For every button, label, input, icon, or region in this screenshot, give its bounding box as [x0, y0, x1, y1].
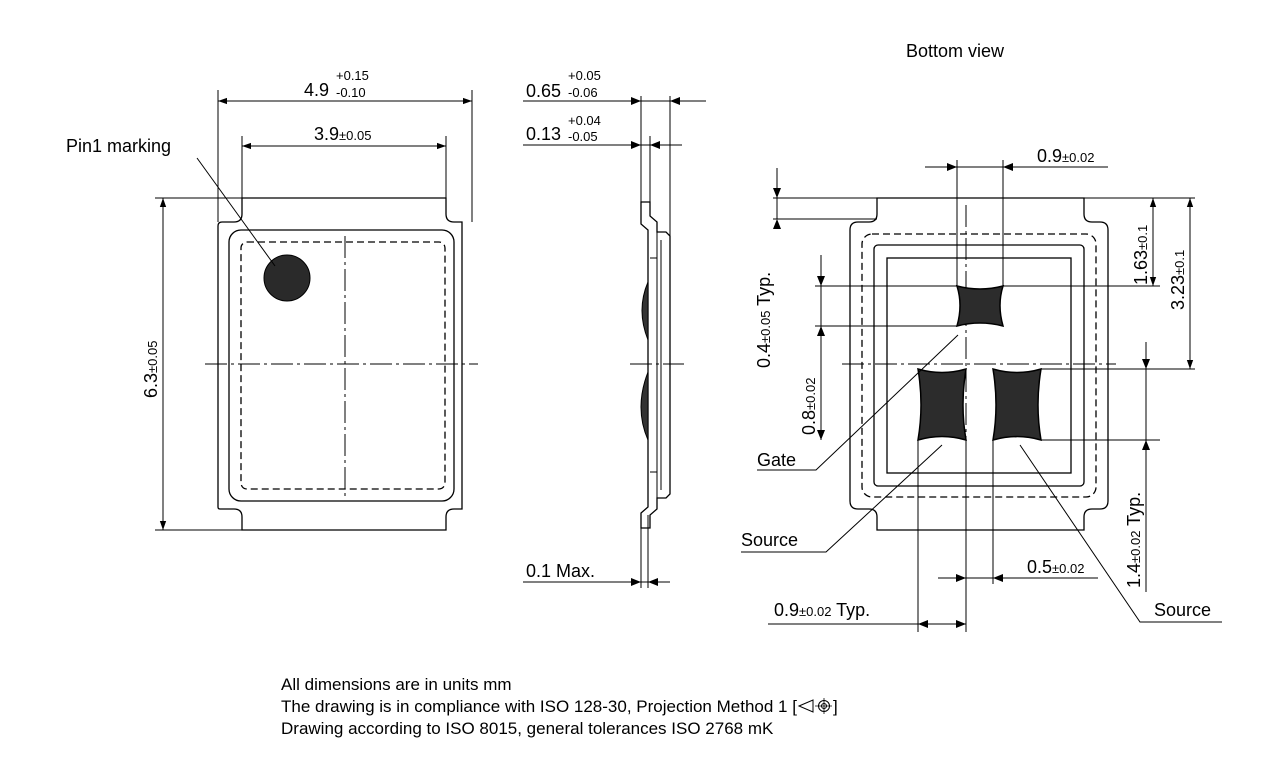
source-left-leader: [741, 444, 943, 553]
note-projection-text: The drawing is in compliance with ISO 12…: [281, 697, 797, 716]
gate-pad: [955, 284, 1005, 328]
pin1-leader: [196, 157, 276, 267]
dim-standoff: 0.1 Max.: [526, 561, 595, 581]
dim-gate-offset: 1.63±0.1: [1131, 225, 1151, 285]
dim-height: 6.3±0.05: [141, 341, 161, 398]
note-standards: Drawing according to ISO 8015, general t…: [281, 719, 774, 738]
source-right-label: Source: [1154, 600, 1211, 620]
dim-gate-width: 0.9±0.02: [1037, 146, 1094, 166]
dim-pad-offset: 3.23±0.1: [1168, 250, 1188, 310]
dim-gate-height: 0.4±0.05 Typ.: [754, 272, 774, 368]
source-right-leader: [1019, 444, 1222, 623]
pin1-label: Pin1 marking: [66, 136, 171, 156]
top-view-outline: [217, 197, 463, 531]
first-angle-projection-icon: [797, 698, 832, 714]
dim-lead-thickness: 0.13 +0.04 -0.05: [526, 109, 606, 144]
note-units: All dimensions are in units mm: [281, 675, 512, 694]
gate-leader: [757, 334, 959, 471]
bottom-view: Bottom view 0.9±0.02 1.63±0.1: [741, 41, 1222, 632]
drawing-notes: All dimensions are in units mm The drawi…: [281, 674, 838, 740]
top-view: Pin1 marking 4.9 +0.15 -0.10 3.9±0.05 6.…: [66, 64, 478, 531]
dim-top-width: 4.9 +0.15 -0.10: [304, 64, 374, 100]
note-projection: The drawing is in compliance with ISO 12…: [281, 696, 838, 718]
dim-gate-pitch: 0.8±0.02: [799, 378, 819, 435]
dim-thickness: 0.65 +0.05 -0.06: [526, 64, 606, 101]
top-view-inner-outline: [228, 229, 455, 502]
dim-source-width: 0.9±0.02 Typ.: [774, 600, 870, 620]
bottom-view-dashed-outline: [861, 233, 1097, 498]
dim-source-height: 1.4±0.02 Typ.: [1124, 492, 1144, 588]
bottom-view-outline: [849, 197, 1109, 531]
dim-source-gap: 0.5±0.02: [1027, 557, 1084, 577]
source-pad-right: [992, 367, 1042, 442]
source-pad-left: [917, 367, 967, 442]
pin1-marking-dot: [263, 254, 311, 302]
note-projection-close: ]: [832, 697, 838, 716]
gate-label: Gate: [757, 450, 796, 470]
source-left-label: Source: [741, 530, 798, 550]
bottom-view-exposed-pad: [886, 257, 1072, 474]
side-view: 0.65 +0.05 -0.06 0.13 +0.04 -0.05 0.1 Ma…: [523, 64, 706, 588]
side-view-profile: [640, 201, 671, 529]
dim-inner-width: 3.9±0.05: [314, 124, 371, 144]
top-view-die-outline: [240, 241, 446, 490]
bottom-view-title: Bottom view: [906, 41, 1005, 61]
